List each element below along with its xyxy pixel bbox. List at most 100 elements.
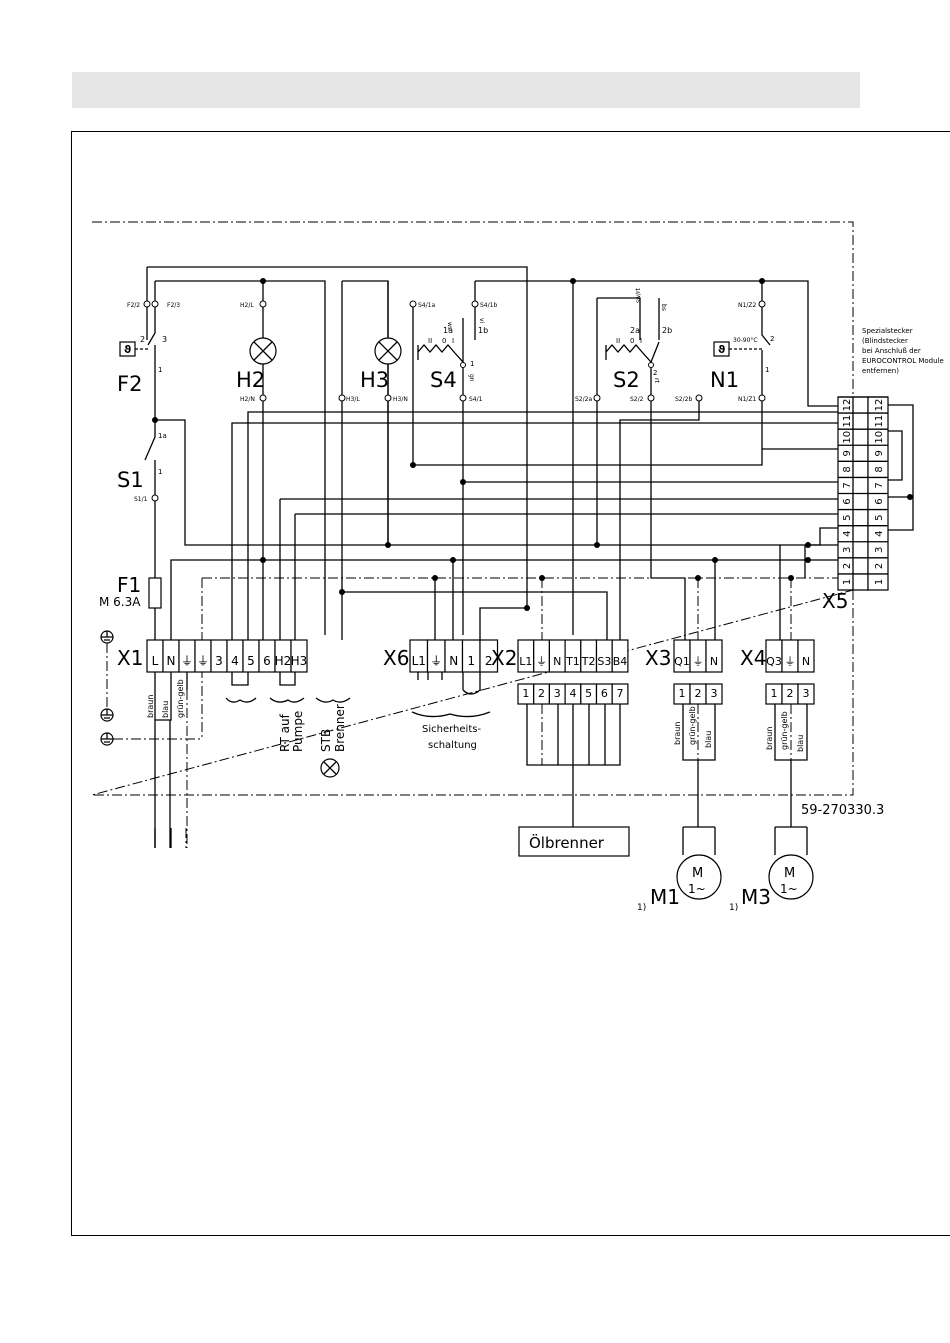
- burner-label: Ölbrenner: [529, 833, 605, 852]
- x5-pin-label: 9: [842, 450, 853, 456]
- s2-pin-2: 2: [653, 369, 657, 377]
- f2-pin-1: 1: [158, 366, 162, 374]
- stb-label: STB: [319, 729, 333, 752]
- x5-pin-label: 6: [874, 498, 885, 504]
- x5-note: Spezialstecker (Blindstecker bei Anschlu…: [862, 327, 944, 375]
- x5-pin-label: 9: [874, 450, 885, 456]
- rt-label: Pumpe: [291, 711, 305, 752]
- x5-pin-label: 10: [842, 431, 853, 444]
- s4-pin-1a: 1a: [443, 326, 453, 335]
- f2-contact-3: F2/3: [167, 302, 180, 309]
- x5-pin-label: 6: [842, 498, 853, 504]
- earth-icon: [100, 630, 114, 746]
- s4-wire-gn: gn: [468, 374, 475, 382]
- m1-ref: M1: [650, 885, 680, 909]
- x1-wire-braun: braun: [146, 695, 155, 718]
- s1-contact-1a: 1a: [158, 432, 167, 440]
- s1-ref: S1: [117, 468, 144, 492]
- s1-contact-1: 1: [158, 468, 162, 476]
- x4-wire-braun: braun: [765, 727, 774, 750]
- page-frame: [71, 131, 950, 1236]
- x1-wire-gngb: grün-gelb: [176, 679, 185, 718]
- terminal-label: H2: [275, 654, 292, 668]
- terminal-label: 3: [803, 687, 810, 700]
- x5-pin-label: 7: [874, 482, 885, 488]
- terminal-label: ⏚: [785, 655, 796, 668]
- terminal-label: 1: [467, 654, 475, 668]
- x1-wire-blau: blau: [161, 701, 170, 718]
- terminal-label: 2: [538, 687, 545, 700]
- x5-note-line: Spezialstecker: [862, 327, 913, 335]
- h2-contact-n: H2/N: [240, 396, 255, 403]
- x2-ref: X2: [491, 646, 517, 670]
- f2-contact-2: F2/2: [127, 302, 140, 309]
- terminal-label: ⏚: [430, 654, 442, 668]
- x6-ref: X6: [383, 646, 409, 670]
- h3-ref: H3: [360, 368, 389, 392]
- x3-wire-blau: blau: [704, 731, 713, 748]
- s4-wire-vi: vi: [478, 318, 485, 324]
- s2-terminal-2: S2/2: [630, 396, 644, 403]
- terminal-cell: [611, 639, 629, 673]
- thermostat-icon: ϑ: [718, 343, 725, 356]
- x5-pin-label: 4: [842, 531, 853, 537]
- s2-wire-rt: rt: [653, 378, 660, 383]
- terminal-label: 5: [247, 654, 255, 668]
- m3-phase: 1~: [780, 882, 798, 896]
- x3-wire-gngb: grün-gelb: [688, 706, 697, 745]
- s1-terminal: S1/1: [134, 496, 148, 503]
- s2-pos-0: 0: [630, 337, 634, 345]
- s4-ref: S4: [430, 368, 457, 392]
- x5-pin-label: 10: [874, 431, 885, 444]
- m1-phase: 1~: [688, 882, 706, 896]
- x5-pin-label: 3: [874, 547, 885, 553]
- s4-wire-ws: ws: [446, 322, 453, 330]
- x5-pin-label: 3: [842, 547, 853, 553]
- terminal-label: 4: [231, 654, 239, 668]
- x3-ref: X3: [645, 646, 671, 670]
- x5-note-line: entfernen): [862, 367, 899, 375]
- n1-ref: N1: [710, 368, 739, 392]
- x5-pin-label: 8: [874, 466, 885, 472]
- x5-pin-label: 12: [874, 399, 885, 412]
- terminal-label: 6: [601, 687, 608, 700]
- x5-pin-label: 1: [874, 579, 885, 585]
- s2-wire-bs: bs: [660, 304, 667, 311]
- s4-contact-1a: S4/1a: [418, 302, 435, 309]
- f1-rating: M 6.3A: [99, 595, 141, 609]
- terminal-label: ⏚: [693, 655, 704, 668]
- s4-pin-1b: 1b: [478, 326, 488, 335]
- x5-pin-label: 1: [842, 579, 853, 585]
- terminal-label: L: [152, 654, 159, 668]
- h3-contact-n: H3/N: [393, 396, 408, 403]
- n1-pin-2: 2: [770, 335, 774, 343]
- safety-label: Sicherheits-: [422, 724, 481, 735]
- m3-note: 1): [729, 903, 738, 913]
- header-bar: [72, 72, 860, 108]
- terminal-label: B4: [613, 655, 628, 668]
- terminal-label: 1: [522, 687, 529, 700]
- n1-setting: 30-90°C: [733, 337, 758, 344]
- terminal-label: 3: [215, 654, 223, 668]
- f2-pin-2: 2: [140, 335, 145, 344]
- terminal-label: 2: [485, 654, 493, 668]
- terminal-label: 3: [711, 687, 718, 700]
- safety-label: schaltung: [428, 740, 477, 751]
- terminal-label: 4: [569, 687, 576, 700]
- terminal-cell: [705, 683, 723, 705]
- terminal-label: N: [802, 655, 810, 668]
- drawing-number: 59-270330.3: [801, 803, 884, 818]
- n1-contact-z1: N1/Z1: [738, 396, 756, 403]
- x5-note-line: bei Anschluß der: [862, 347, 921, 355]
- thermostat-icon: ϑ: [124, 343, 131, 356]
- s2-ref: S2: [613, 368, 640, 392]
- terminal-label: ⏚: [536, 655, 547, 668]
- f2-ref: F2: [117, 372, 142, 396]
